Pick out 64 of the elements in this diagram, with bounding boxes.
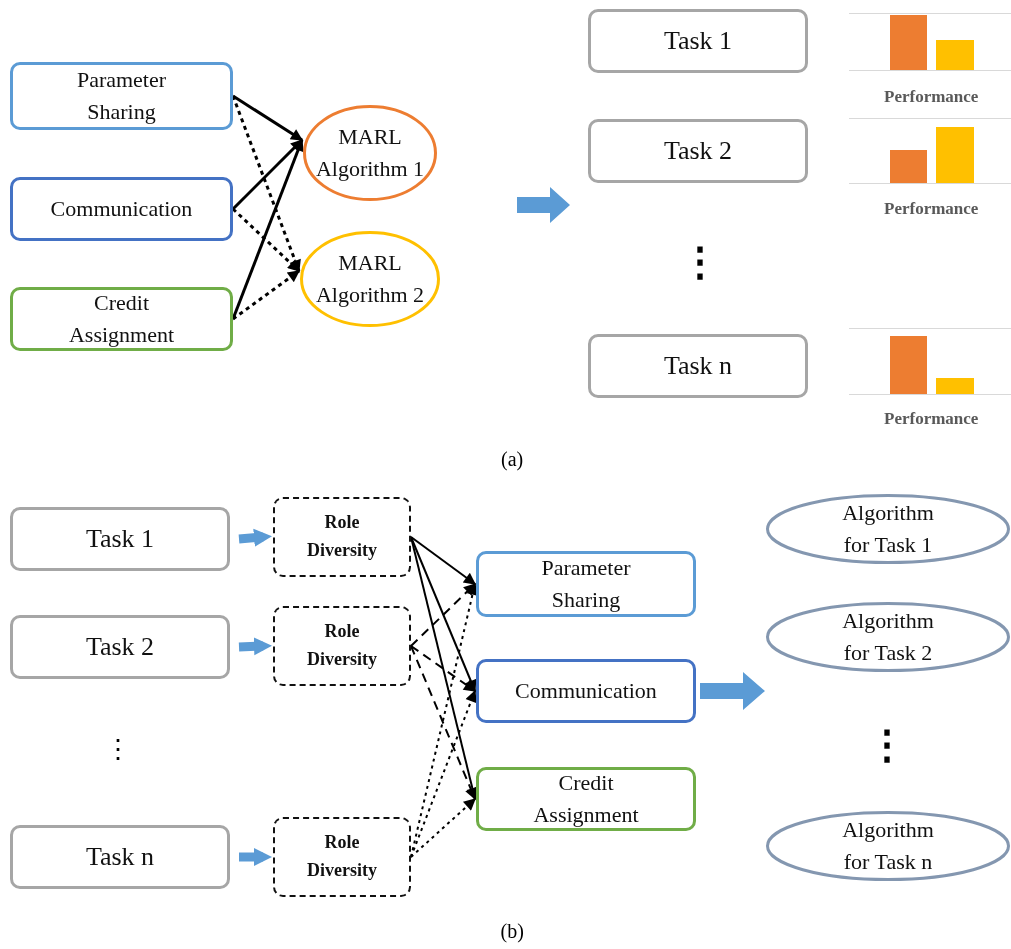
node-label: Task n — [663, 350, 733, 383]
node-label: Role Diversity — [306, 511, 378, 562]
node-label: Credit Assignment — [532, 769, 640, 829]
arrow — [239, 848, 272, 866]
node-label: Parameter Sharing — [540, 554, 632, 614]
ellipse-node — [766, 602, 1010, 672]
process-box — [10, 825, 230, 889]
arrow — [232, 269, 300, 321]
arrow — [410, 536, 476, 585]
process-box — [476, 551, 696, 617]
ellipse-node — [766, 494, 1010, 564]
process-box — [10, 177, 233, 241]
node-label: Role Diversity — [306, 620, 378, 671]
arrow — [238, 528, 272, 547]
arrow — [232, 94, 303, 142]
node-label: MARL Algorithm 2 — [315, 249, 425, 309]
process-box — [10, 62, 233, 130]
process-box — [10, 287, 233, 351]
process-box — [588, 9, 808, 73]
caption: (b) — [500, 921, 524, 941]
process-box — [476, 659, 696, 723]
ellipsis: ⋮ — [680, 242, 720, 282]
ellipse-node — [766, 811, 1010, 881]
node-label: Task 1 — [663, 25, 733, 58]
node-label: MARL Algorithm 1 — [315, 123, 425, 183]
arrow — [238, 637, 272, 656]
node-label: Role Diversity — [306, 831, 378, 882]
node-label: Algorithm for Task 2 — [841, 607, 935, 667]
performance-label: Performance — [884, 199, 979, 217]
node-label: Communication — [50, 195, 193, 224]
arrow — [700, 672, 765, 710]
arrow — [410, 536, 477, 693]
arrow — [231, 207, 301, 273]
dashed-box — [273, 817, 411, 897]
ellipse-node — [300, 231, 440, 327]
ellipsis: ⋮ — [105, 737, 131, 763]
arrow — [410, 583, 476, 647]
process-box — [10, 615, 230, 679]
node-label: Communication — [515, 677, 657, 706]
process-box — [476, 767, 696, 831]
arrow — [231, 138, 304, 211]
arrow — [410, 798, 476, 858]
node-label: Task n — [85, 841, 155, 874]
node-label: Credit Assignment — [67, 289, 176, 349]
node-label: Task 2 — [85, 631, 155, 664]
process-box — [10, 507, 230, 571]
dashed-box — [273, 497, 411, 577]
performance-label: Performance — [884, 87, 979, 105]
node-label: Task 1 — [85, 523, 155, 556]
ellipse-node — [303, 105, 437, 201]
node-label: Task 2 — [663, 135, 733, 168]
caption: (a) — [501, 449, 524, 469]
arrow — [410, 645, 477, 801]
arrow — [410, 689, 477, 858]
performance-label: Performance — [884, 409, 979, 427]
process-box — [588, 334, 808, 398]
node-label: Algorithm for Task 1 — [841, 499, 935, 559]
dashed-box — [273, 606, 411, 686]
process-box — [588, 119, 808, 183]
node-label: Algorithm for Task n — [841, 816, 935, 876]
node-label: Parameter Sharing — [75, 66, 168, 126]
arrow — [410, 645, 476, 692]
ellipsis: ⋮ — [867, 725, 907, 765]
arrow — [231, 138, 304, 320]
